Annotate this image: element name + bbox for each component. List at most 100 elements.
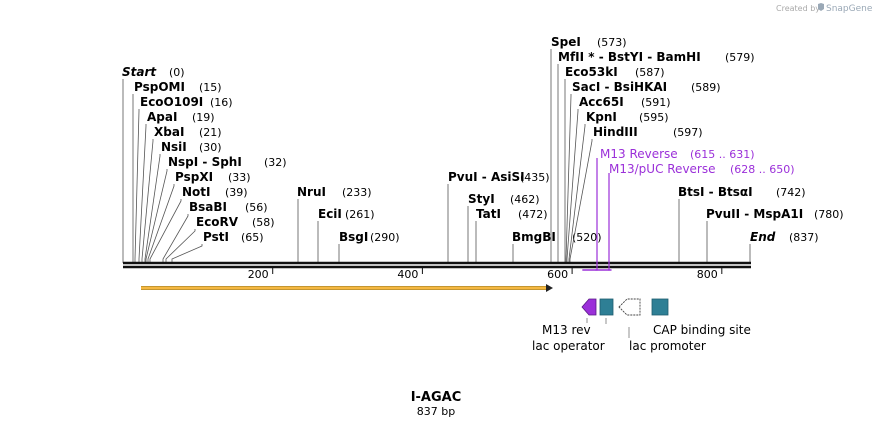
- site-pvuii-mspa1i: PvuII - MspA1I (780): [706, 207, 844, 263]
- site-position: (595): [639, 111, 669, 124]
- site-position: (573): [597, 36, 627, 49]
- site-position: (65): [241, 231, 264, 244]
- lac-promoter-feature-icon: [618, 298, 641, 316]
- feature-label-m13-rev: M13 rev: [542, 323, 591, 337]
- site-name: BsgI: [339, 230, 368, 244]
- site-bsabi: BsaBI(56): [162, 200, 268, 263]
- cap-binding-site-feature-icon: [651, 298, 669, 316]
- site-position: (579): [725, 51, 755, 64]
- site-leader: [162, 214, 189, 263]
- site-pspxi: PspXI(33): [147, 170, 251, 263]
- ruler-tick-label: 800: [697, 268, 718, 281]
- ruler-tick-label: 200: [248, 268, 269, 281]
- site-nspi-sphi: NspI - SphI (32): [145, 155, 287, 263]
- sequence-name: I-AGAC: [411, 390, 462, 405]
- site-mfii-bstyi-bamhi: MfII * - BstYI - BamHI (579): [557, 50, 755, 263]
- site-position: (39): [225, 186, 248, 199]
- site-leader: [144, 154, 161, 263]
- site-ecoo109i: EcoO109I (16): [134, 95, 233, 263]
- site-position: (32): [264, 156, 287, 169]
- site-name: SacI - BsiHKAI: [572, 80, 667, 94]
- lac-operator-feature-icon: [599, 298, 614, 316]
- features: M13 rev lac operator lac promoter CAP bindi…: [532, 298, 751, 353]
- site-noti: NotI (39): [149, 185, 248, 263]
- site-position: (261): [345, 208, 375, 221]
- orf-arrowhead-icon: [546, 284, 553, 292]
- site-saci-bsihkai: SacI - BsiHKAI (589): [565, 80, 721, 263]
- site-name: HindIII: [593, 125, 638, 139]
- site-btsi-bts-i: BtsI - BtsαI(742): [678, 185, 806, 263]
- site-name: Eco53kI: [565, 65, 618, 79]
- site-leader: [145, 169, 168, 263]
- site-kpni: KpnI(595): [568, 110, 669, 263]
- site-end: End(837): [749, 230, 819, 263]
- site-name: NspI - SphI: [168, 155, 242, 169]
- site-leader: [569, 139, 593, 263]
- site-leader: [141, 139, 154, 263]
- site-name: PspOMI: [134, 80, 185, 94]
- site-leader: [149, 199, 182, 263]
- site-name: MfII * - BstYI - BamHI: [558, 50, 701, 64]
- site-position: (589): [691, 81, 721, 94]
- site-leader: [147, 184, 175, 263]
- site-start: Start (0): [122, 65, 185, 263]
- site-position: (591): [641, 96, 671, 109]
- site-name: EciI: [318, 207, 342, 221]
- feature-label-lac-promoter: lac promoter: [629, 339, 706, 353]
- site-name: NsiI: [161, 140, 187, 154]
- site-position: (19): [192, 111, 215, 124]
- primer-label: M13/pUC Reverse: [609, 162, 716, 176]
- snapgene-logo-icon: [818, 3, 824, 11]
- site-name: PstI: [203, 230, 229, 244]
- site-ecii: EciI(261): [317, 207, 375, 263]
- site-leader: [138, 124, 147, 263]
- site-name: TatI: [476, 207, 501, 221]
- site-position: (16): [210, 96, 233, 109]
- site-position: (33): [228, 171, 251, 184]
- site-nsii: NsiI (30): [144, 140, 222, 263]
- site-name: EcoO109I: [140, 95, 203, 109]
- site-ecorv: EcoRV(58): [165, 215, 275, 263]
- primer-m13-reverse-line: [595, 158, 598, 271]
- site-name: ApaI: [147, 110, 177, 124]
- watermark-brand: SnapGene: [826, 4, 873, 14]
- site-position: (30): [199, 141, 222, 154]
- site-spei: SpeI(573): [550, 35, 627, 263]
- watermark: Created by SnapGene: [776, 3, 873, 14]
- site-hindiii: HindIII (597): [569, 125, 703, 263]
- site-name: End: [750, 230, 776, 244]
- site-name: PvuII - MspA1I: [706, 207, 803, 221]
- site-position: (435): [520, 171, 550, 184]
- site-bsgi: BsgI(290): [338, 230, 400, 263]
- site-name: PvuI - AsiSI: [448, 170, 525, 184]
- site-bmgbi: BmgBI(520): [512, 230, 602, 263]
- site-leader: [165, 229, 196, 263]
- site-name: Start: [122, 65, 157, 79]
- feature-label-lac-operator: lac operator: [532, 339, 605, 353]
- site-apai: ApaI (19): [138, 110, 215, 263]
- ruler-tick-label: 600: [547, 268, 568, 281]
- site-leader: [134, 109, 140, 263]
- site-leader: [565, 94, 572, 263]
- restriction-sites: Start (0)PspOMI (15)EcoO109I (16) ApaI (19)Xb…: [122, 35, 844, 263]
- site-position: (780): [814, 208, 844, 221]
- site-position: (233): [342, 186, 372, 199]
- ruler-tick-label: 400: [397, 268, 418, 281]
- feature-label-cap-binding-site: CAP binding site: [653, 323, 751, 337]
- site-position: (472): [518, 208, 548, 221]
- site-pspomi: PspOMI (15): [132, 80, 222, 263]
- site-xbai: XbaI(21): [141, 125, 222, 263]
- site-name: BtsI - BtsαI: [678, 185, 753, 199]
- primer-m13-puc-reverse-line: [608, 173, 610, 271]
- site-position: (0): [169, 66, 185, 79]
- site-position: (597): [673, 126, 703, 139]
- watermark-prefix: Created by: [776, 4, 820, 13]
- site-position: (15): [199, 81, 222, 94]
- site-name: NotI: [182, 185, 211, 199]
- site-name: NruI: [297, 185, 326, 199]
- sequence-length: 837 bp: [417, 405, 455, 418]
- site-position: (587): [635, 66, 665, 79]
- site-name: BmgBI: [512, 230, 556, 244]
